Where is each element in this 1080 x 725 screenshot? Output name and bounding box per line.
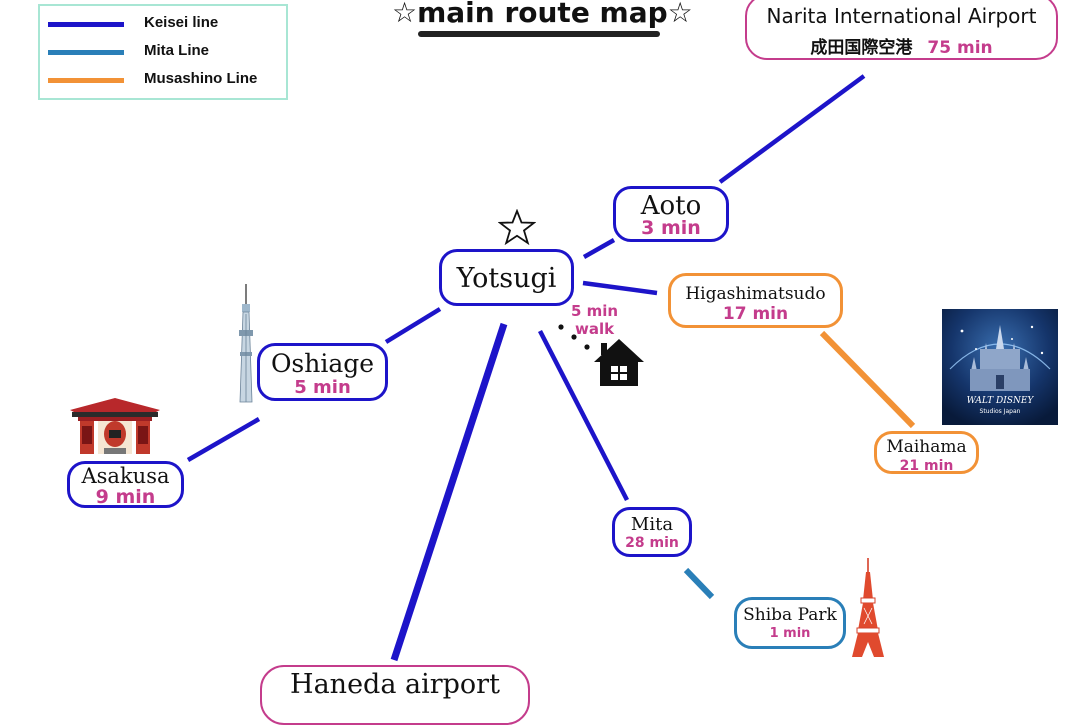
legend: Keisei line Mita Line Musashino Line (38, 4, 288, 100)
house-icon (594, 339, 644, 386)
station-name: Mita (630, 514, 674, 535)
star-icon (498, 209, 536, 245)
station-haneda: Haneda airport (260, 665, 530, 725)
station-name: Asakusa (81, 464, 170, 488)
station-name-jp: 成田国際空港 (810, 38, 913, 58)
legend-swatch-keisei (48, 22, 124, 27)
station-name: Shiba Park (743, 605, 837, 625)
station-time: 21 min (899, 458, 954, 474)
page-title: ☆main route map☆ (392, 0, 693, 29)
legend-item-musashino: Musashino Line (40, 70, 290, 90)
station-higashimatsudo: Higashimatsudo 17 min (668, 273, 843, 328)
tokyo-tower-icon (852, 558, 884, 657)
walk-time: 5 min (571, 302, 619, 320)
station-time: 5 min (294, 377, 351, 398)
legend-label: Musashino Line (144, 70, 258, 87)
station-yotsugi: Yotsugi (439, 249, 574, 306)
line-oshiage-asakusa (186, 417, 261, 462)
walk-label: 5 min walk (571, 302, 618, 338)
station-time: 3 min (641, 217, 701, 239)
legend-item-mita: Mita Line (40, 42, 290, 62)
line-yotsugi-oshiage (384, 307, 442, 344)
line-higashimatsudo-maihama (819, 330, 916, 429)
walk-dot (558, 324, 564, 330)
station-time: 28 min (625, 535, 679, 551)
station-name: Aoto (640, 191, 702, 221)
station-name: Oshiage (270, 349, 375, 378)
skytree-icon (239, 284, 253, 403)
line-mita-shiba (683, 567, 715, 600)
line-yotsugi-haneda (390, 322, 508, 662)
station-aoto: Aoto 3 min (613, 186, 729, 242)
station-mita: Mita 28 min (612, 507, 692, 557)
line-yotsugi-mita (537, 329, 630, 502)
station-name: Higashimatsudo (685, 284, 826, 304)
station-name: Haneda airport (290, 669, 500, 700)
line-yotsugi-higashimatsudo (582, 280, 658, 296)
legend-label: Keisei line (144, 14, 219, 31)
legend-item-keisei: Keisei line (40, 14, 290, 34)
disney-logo-text: WALT DISNEY (967, 396, 1035, 406)
station-name: Narita International Airport (766, 4, 1037, 28)
station-time: 17 min (722, 304, 789, 324)
walk-dot (571, 334, 577, 340)
route-lines (186, 74, 916, 662)
station-maihama: Maihama 21 min (874, 431, 979, 474)
walk-text: walk (575, 320, 615, 338)
station-time: 1 min (769, 626, 811, 641)
line-narita-aoto (718, 74, 866, 184)
station-asakusa: Asakusa 9 min (67, 461, 184, 508)
legend-label: Mita Line (144, 42, 210, 59)
legend-swatch-mita (48, 50, 124, 55)
disney-castle-image: WALT DISNEY Studios Japan (942, 309, 1058, 425)
title-underline (418, 31, 660, 37)
station-name: Yotsugi (456, 263, 557, 294)
station-time: 75 min (927, 38, 993, 58)
station-time: 9 min (95, 486, 156, 508)
station-oshiage: Oshiage 5 min (257, 343, 388, 401)
legend-swatch-musashino (48, 78, 124, 83)
disney-logo-subtitle: Studios Japan (980, 408, 1021, 415)
station-name: Maihama (886, 437, 967, 457)
walk-dot (584, 344, 590, 350)
kaminarimon-gate-icon (70, 398, 160, 454)
line-aoto-yotsugi (582, 238, 616, 259)
station-narita: Narita International Airport 成田国際空港 75 m… (745, 0, 1058, 60)
station-shiba-park: Shiba Park 1 min (734, 597, 846, 649)
